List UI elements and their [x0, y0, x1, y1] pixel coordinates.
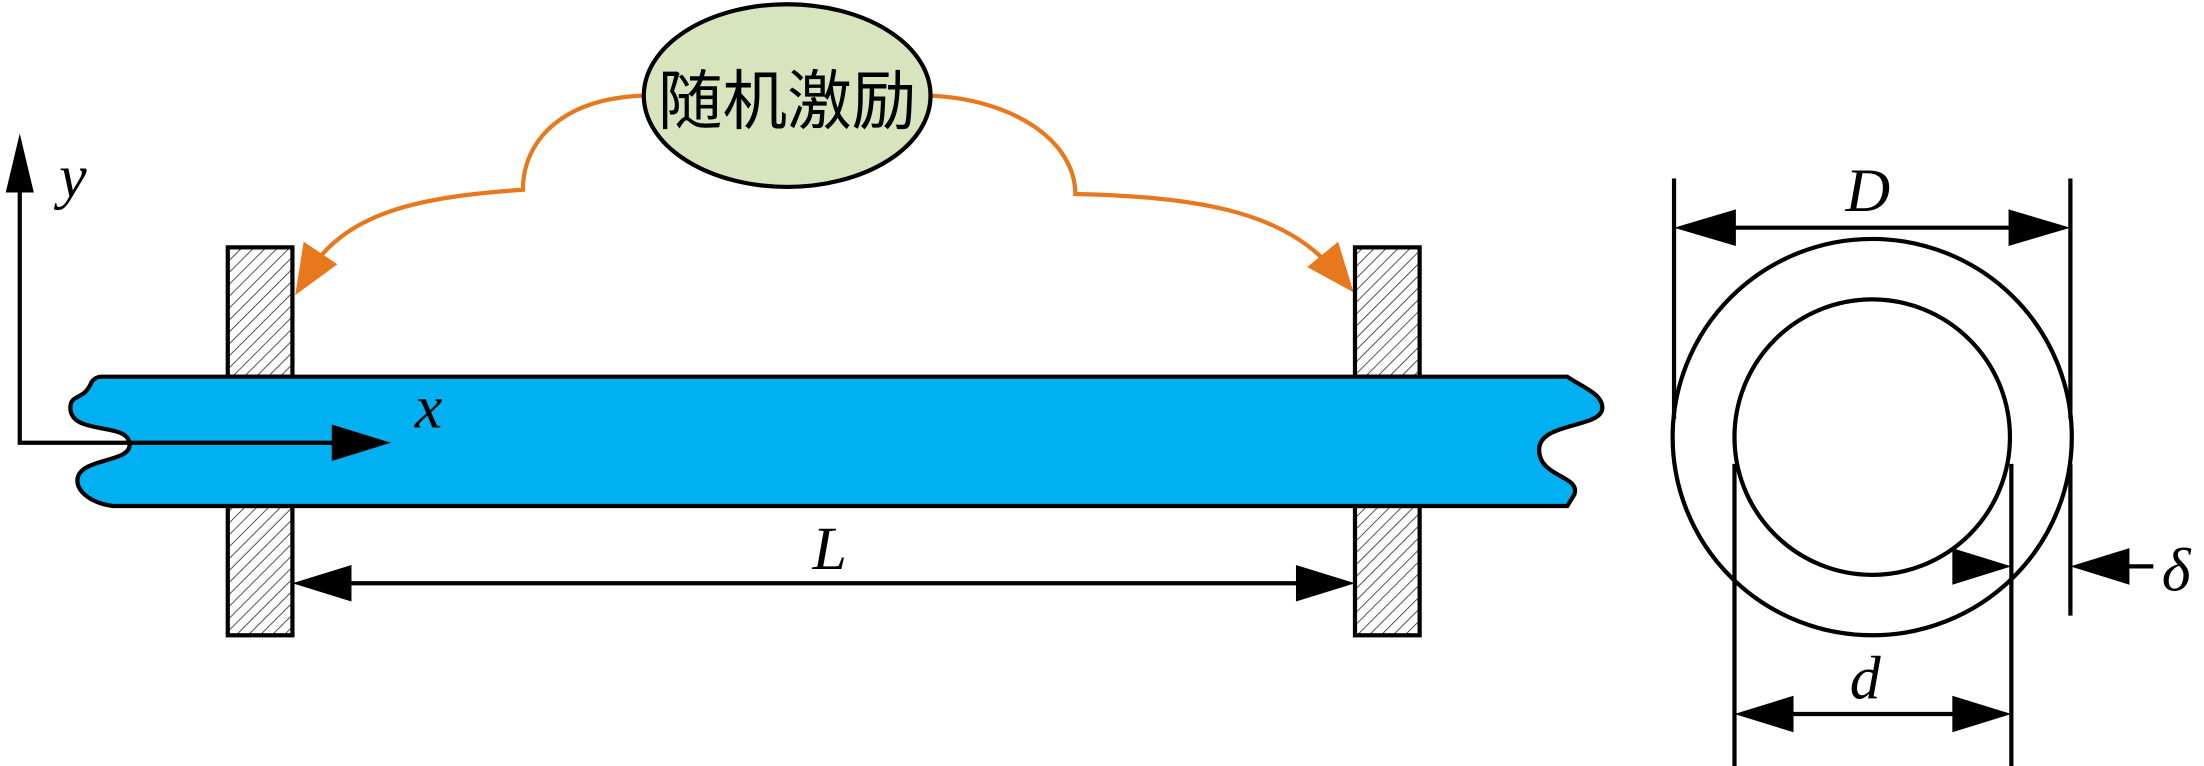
- arrowhead-right: [1307, 241, 1354, 293]
- y-axis-arrow-icon: [5, 133, 34, 193]
- arrowhead-left: [295, 241, 338, 296]
- x-axis-label: x: [414, 373, 442, 441]
- length-dimension: [292, 565, 1355, 602]
- right-support: [1352, 245, 1422, 638]
- excitation-arrows: [295, 93, 1354, 296]
- pipe-cross-section: [1670, 236, 2074, 638]
- y-axis-label: y: [53, 143, 87, 211]
- outer-diameter-label: D: [1845, 157, 1891, 225]
- pipe: [68, 374, 1605, 509]
- x-axis-arrow-icon: [331, 424, 391, 462]
- excitation-source: [641, 2, 933, 190]
- thickness-label: δ: [2162, 536, 2192, 604]
- thickness-dimension: [1952, 463, 2154, 616]
- coordinate-axes: [5, 133, 391, 462]
- outer-diameter-dimension: [1671, 178, 2073, 419]
- inner-diameter-label: d: [1850, 645, 1882, 713]
- length-label: L: [811, 515, 846, 583]
- excitation-label: 随机激励: [658, 65, 917, 140]
- excitation-arrow-right: [927, 93, 1330, 266]
- excitation-arrow-left: [310, 93, 644, 269]
- inner-diameter-dimension: [1732, 463, 2014, 766]
